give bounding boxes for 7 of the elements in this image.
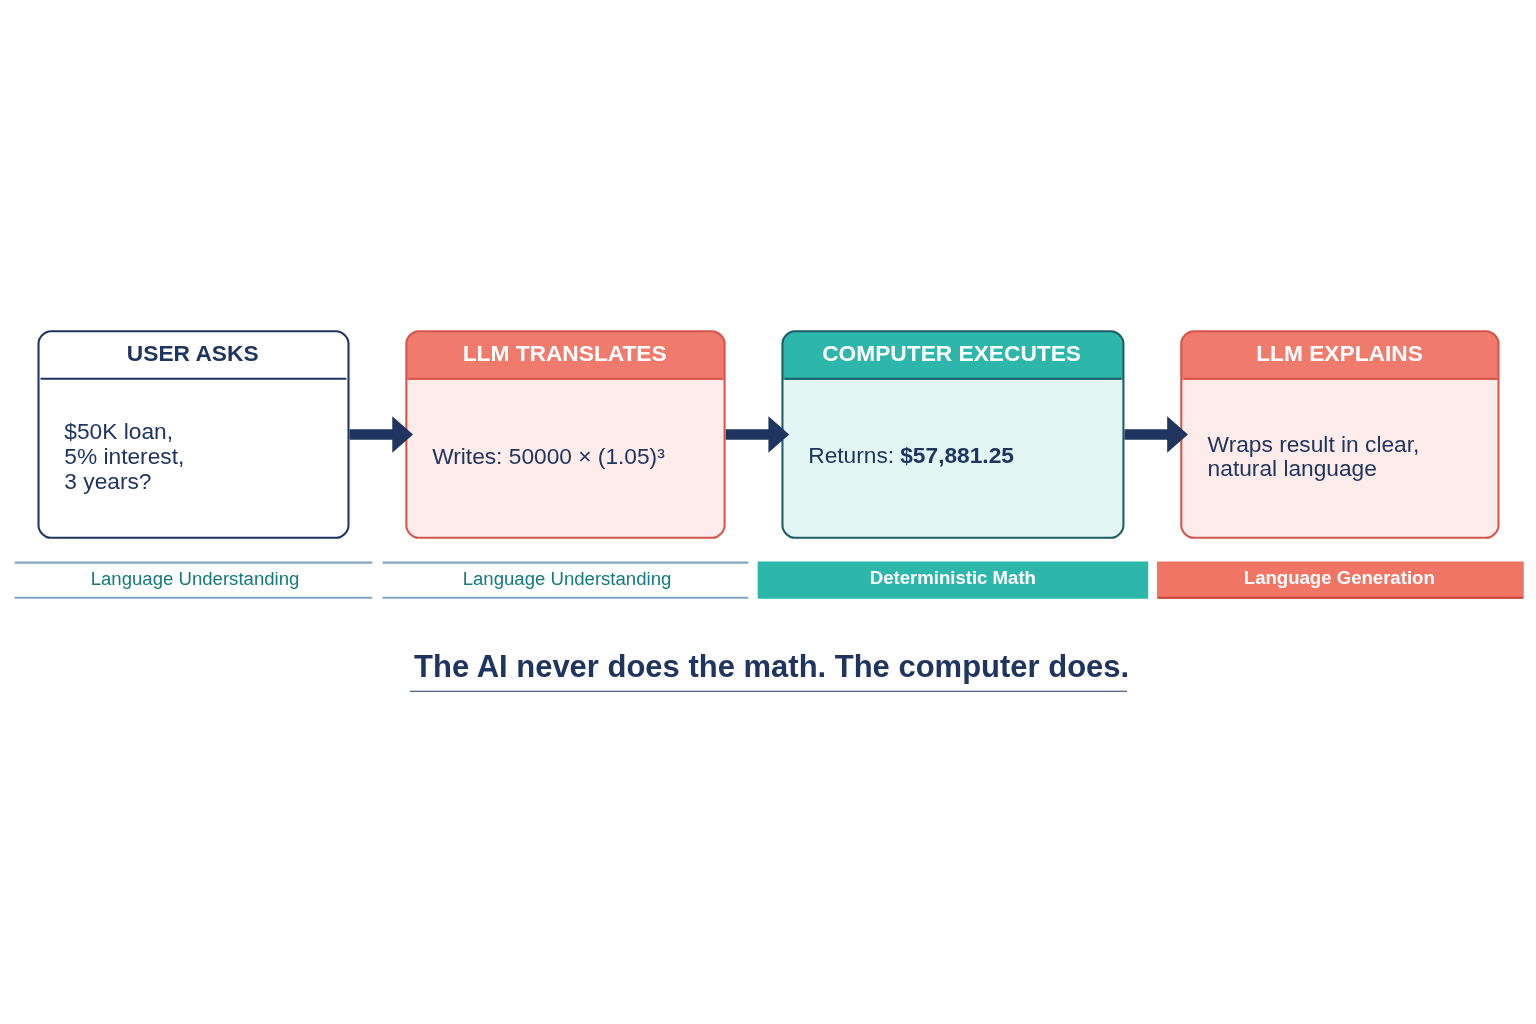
arrow bbox=[725, 415, 789, 453]
node-text: Language Understanding bbox=[462, 567, 671, 589]
node-text: Language Understanding bbox=[90, 567, 299, 589]
arrow bbox=[1123, 415, 1188, 453]
caption: The AI never does the math. The computer does. bbox=[413, 648, 1129, 684]
node-box: Deterministic Math bbox=[757, 561, 1148, 599]
arrow bbox=[349, 415, 413, 453]
